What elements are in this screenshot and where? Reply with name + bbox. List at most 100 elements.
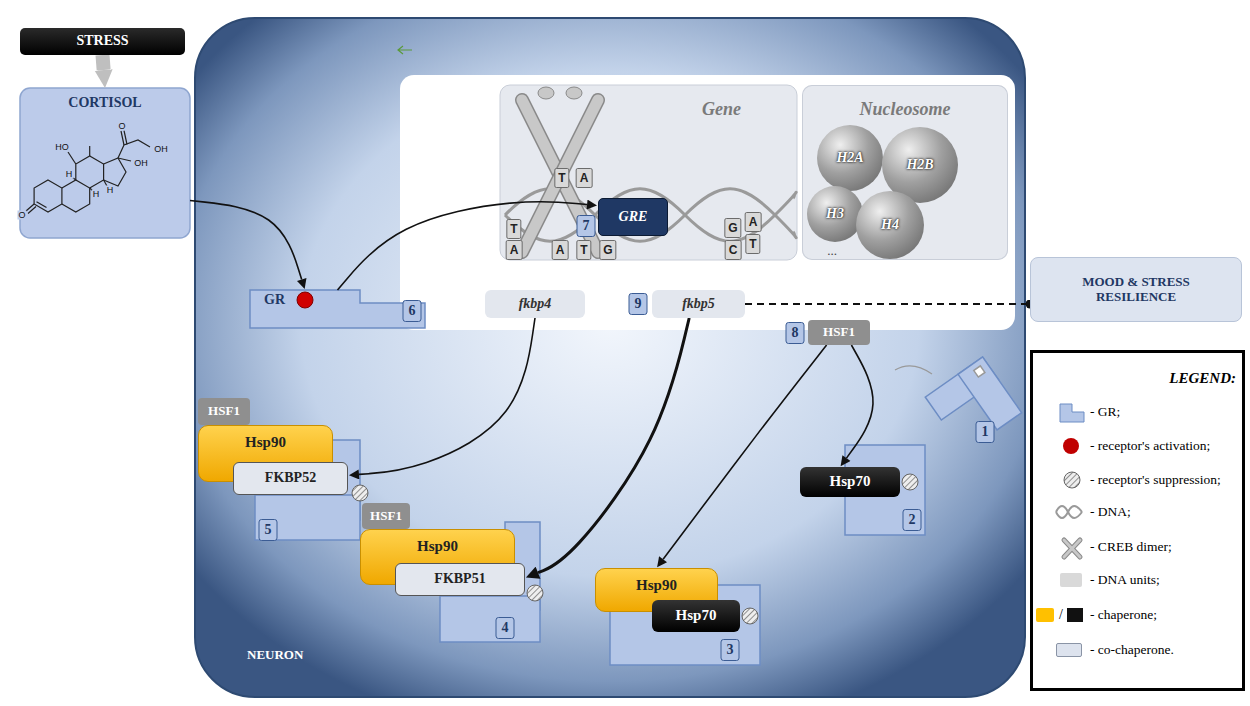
fkbp52-cochaperone-text: FKBP52 [265,470,316,486]
gr-receptor-shape [250,290,425,328]
connector-arrow [538,318,689,573]
atom-symbol: O [117,122,126,131]
callout-number: 7 [577,215,596,237]
histone-sphere: H2A [817,125,883,191]
legend-text: - co-chaperone. [1090,643,1174,657]
legend-gr-icon [1060,404,1084,422]
dna-base-letter: A [745,212,762,232]
stress-box: STRESS [20,28,185,55]
atom-symbol: O [17,211,26,220]
activation-dot [297,292,313,308]
gr-receptor: GR [250,290,425,328]
connector-arrow [190,201,302,280]
callout-number: 1 [976,421,995,443]
hsp90-chaperone-text: Hsp90 [245,434,286,451]
callout-number: 6 [403,300,422,322]
dna-base-letter: C [725,240,742,260]
hsp70-chaperone: Hsp70 [652,600,740,632]
callout-number: 4 [496,617,515,639]
hsf1-factor: HSF1 [198,398,250,425]
legend-swatch [1056,643,1082,657]
neuron-cell-text: NEURON [247,648,303,663]
dna-base-letter: T [554,168,569,188]
legend-swatch [1063,438,1079,454]
gr-receptor-text: GR [264,292,285,308]
cortisol-structure [26,131,150,214]
hsf1-factor: HSF1 [362,503,410,529]
outcome-box: MOOD & STRESS RESILIENCE [1030,257,1242,322]
hsf1-factor-text: HSF1 [370,509,402,524]
legend-text: - receptor's activation; [1090,439,1210,453]
gr-receptor-shapes [255,357,1022,665]
legend-text: - receptor's suppression; [1090,473,1221,487]
dna-base-letter: T [576,240,591,260]
outcome-box-text: MOOD & STRESS RESILIENCE [1071,275,1201,305]
histone-sphere-text: H2B [906,157,933,173]
gene-box-fill [500,85,797,260]
dna-base-letter: A [506,240,523,260]
dna-base-letter: G [724,218,741,238]
atom-symbol: H [92,190,101,199]
histone-sphere-text: H2A [836,150,863,166]
connector-arrow [103,55,104,70]
dashed-connector [745,303,1030,305]
gre-element: GRE [598,198,668,236]
callout-number: 8 [786,322,805,344]
fkbp52-cochaperone: FKBP52 [233,462,348,495]
cortisol-box-fill [20,88,190,238]
hsp70-chaperone-text: Hsp70 [830,473,871,490]
nucleosome-box-text: Nucleosome [860,99,951,120]
legend-text: - DNA; [1090,505,1131,519]
histone-sphere-text: H3 [826,206,844,222]
histone-sphere: H4 [856,191,924,259]
hsf1-factor: HSF1 [808,320,870,345]
callout-number: 3 [721,639,740,661]
small-arrow [398,46,412,54]
atom-symbol: H [65,170,74,179]
gene-name-box: fkbp5 [652,290,745,318]
connector-arrow [338,202,588,290]
legend-text: - GR; [1090,405,1120,419]
legend-text: - chaperone; [1090,608,1157,622]
hsp70-chaperone-text: Hsp70 [676,607,717,624]
hsf1-factor-text: HSF1 [823,325,855,340]
creb-dimer [522,87,598,252]
legend-frame [1032,352,1244,690]
legend-separator: / [1059,608,1063,622]
legend-black-chaperone-swatch [1067,608,1083,622]
gene-box-text: Gene [702,99,741,120]
legend-dna-icon [1056,506,1082,518]
fkbp51-cochaperone: FKBP51 [395,563,525,596]
gre-element-text: GRE [619,209,648,225]
legend-suppression-icon [1064,472,1080,488]
leader-line [895,366,932,374]
connector-arrow [359,318,535,474]
ellipsis-mark: ... [827,244,837,257]
atom-symbol: OH [133,159,149,168]
legend-text: - DNA units; [1090,573,1160,587]
connector-arrow [846,345,873,458]
nucleus-panel [400,75,1015,330]
fkbp51-cochaperone-text: FKBP51 [434,571,485,587]
atom-symbol: HO [54,143,70,152]
neuron-body [195,18,1025,697]
legend-text: - CREB dimer; [1090,540,1172,554]
callout-number: 5 [259,519,278,541]
dna-base-letter: G [599,240,616,260]
hsp90-chaperone-text: Hsp90 [636,577,677,594]
cortisol-box-text: CORTISOL [68,95,141,111]
atom-symbol: H [106,186,115,195]
gene-name-box: fkbp4 [485,290,585,318]
histone-sphere-text: H4 [881,217,899,233]
cortisol-box: CORTISOL [20,88,190,238]
legend-heading: LEGEND: [1169,371,1236,386]
hsp90-chaperone-text: Hsp90 [417,538,458,555]
dna-base-letter: T [506,219,521,239]
stress-box-text: STRESS [76,33,128,49]
nucleosome-box: NucleosomeH2A H2B H3H4 [802,85,1008,260]
legend-creb-icon [1064,540,1080,557]
dna-base-letter: T [745,234,760,254]
hsf1-factor-text: HSF1 [208,404,240,419]
dna-base-letter: A [552,240,569,260]
legend-swatch [1036,608,1054,622]
